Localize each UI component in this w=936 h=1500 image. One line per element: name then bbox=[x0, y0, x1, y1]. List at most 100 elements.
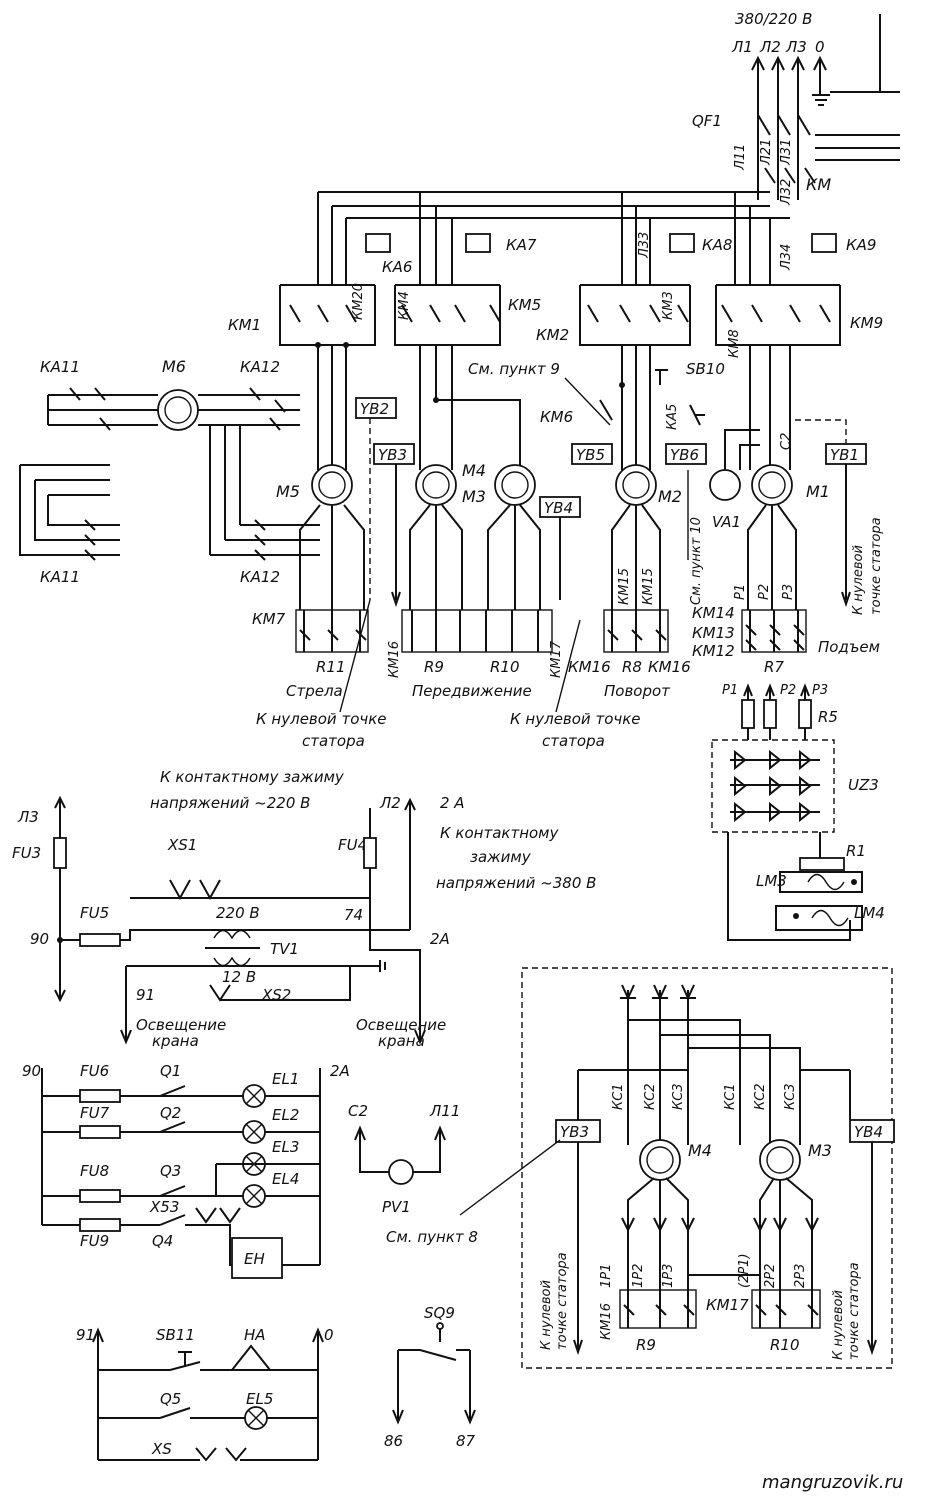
inset-kc1-a: КС1 bbox=[611, 1083, 626, 1110]
inset-diodes-top bbox=[621, 984, 695, 1001]
travel-feed bbox=[419, 192, 453, 285]
inset-km16: КМ16 bbox=[599, 1303, 614, 1340]
m4-m3-feed bbox=[419, 345, 521, 470]
inset-km17: КМ17 bbox=[706, 1296, 749, 1314]
wire-l31: Л31 bbox=[779, 139, 794, 166]
crane-light-left-1: Освещение bbox=[136, 1016, 226, 1034]
horn-icon bbox=[229, 1344, 273, 1371]
crane-light-left-2: крана bbox=[152, 1032, 199, 1050]
m6-rotor bbox=[164, 396, 192, 424]
sq9-arrows bbox=[392, 1409, 476, 1425]
ha-label: HA bbox=[244, 1326, 266, 1344]
q5-label: Q5 bbox=[160, 1390, 181, 1408]
km2-label: КМ2 bbox=[536, 326, 569, 344]
motors: М5 М4 М3 М2 VA1 М1 С2 bbox=[276, 429, 830, 531]
contact-380-note-2: зажиму bbox=[470, 848, 532, 866]
inset-neutral-right-1: К нулевой bbox=[831, 1290, 846, 1360]
right-feed-lines bbox=[815, 14, 900, 161]
m3-motor bbox=[494, 464, 536, 506]
q1-label: Q1 bbox=[160, 1062, 181, 1080]
node-91: 91 bbox=[136, 986, 155, 1004]
yb6-label: YB6 bbox=[670, 446, 699, 464]
node-2a: 2А bbox=[430, 930, 450, 948]
inset-brake-arrows bbox=[573, 1142, 877, 1356]
node-l3: Л3 bbox=[17, 808, 39, 826]
node-90: 90 bbox=[30, 930, 49, 948]
ka11-bottom-wires bbox=[19, 464, 120, 556]
p3-out-label: P3 bbox=[812, 683, 828, 698]
lamp-circuit: 90 2А FU6 FU7 FU8 FU9 Q1 Q2 Q3 Q4 EL1 EL… bbox=[22, 1062, 350, 1279]
inset-2p1: (2Р1) bbox=[737, 1253, 752, 1288]
neutral-notes: К нулевой точке статора К нулевой точке … bbox=[256, 599, 641, 750]
km5-label: КМ5 bbox=[508, 296, 541, 314]
neutral-note-right-2: статора bbox=[542, 732, 605, 750]
m1-rotor-wires bbox=[747, 504, 797, 610]
r5-c bbox=[798, 699, 812, 729]
yb1-label: YB1 bbox=[830, 446, 859, 464]
see8-note: См. пункт 8 bbox=[386, 1228, 478, 1246]
fu9-label: FU9 bbox=[80, 1232, 109, 1250]
contact-220-note-2: напряжений ~220 В bbox=[150, 794, 310, 812]
boom-label: Стрела bbox=[286, 682, 343, 700]
q5-contact bbox=[159, 1407, 191, 1419]
r11-label: R11 bbox=[316, 658, 346, 676]
inset-kc2-a: КС2 bbox=[643, 1083, 658, 1110]
el1-cross bbox=[245, 1087, 263, 1105]
sq9-86: 86 bbox=[384, 1432, 403, 1450]
ka5-label: КА5 bbox=[665, 404, 680, 430]
travel-rotor-wires bbox=[409, 504, 541, 610]
km6-label: КМ6 bbox=[540, 408, 573, 426]
m5-motor bbox=[311, 464, 353, 506]
watermark: mangruzovik.ru bbox=[762, 1472, 903, 1493]
supply-arrows bbox=[751, 55, 827, 200]
see9-leader bbox=[564, 377, 611, 426]
m2-rotor bbox=[622, 471, 650, 499]
secondary-wires bbox=[120, 960, 386, 1045]
inset-m4-label: М4 bbox=[688, 1141, 712, 1160]
sq9-actuator bbox=[436, 1322, 444, 1330]
inset-kc1-b: КС1 bbox=[723, 1083, 738, 1110]
q4-label: Q4 bbox=[152, 1232, 173, 1250]
ka12-top-label: КА12 bbox=[240, 358, 280, 376]
node-74: 74 bbox=[344, 906, 363, 924]
lighting-circuit: К контактному зажиму напряжений ~220 В Л… bbox=[12, 768, 596, 1050]
power-supply: 380/220 В Л1 Л2 Л3 0 QF1 Л11 Л21 Л31 Л32… bbox=[637, 10, 900, 271]
inset-kc2-b: КС2 bbox=[753, 1083, 768, 1110]
m4-label: М4 bbox=[462, 461, 486, 480]
see8-leader bbox=[459, 1139, 561, 1216]
contact-380-note-3: напряжений ~380 В bbox=[436, 874, 596, 892]
sb11-button bbox=[169, 1351, 201, 1371]
hoist-feed bbox=[734, 192, 771, 285]
slew-label: Поворот bbox=[604, 682, 671, 700]
q2-label: Q2 bbox=[160, 1104, 181, 1122]
ka8-coil bbox=[669, 233, 695, 253]
lm4-loop bbox=[775, 905, 863, 931]
limit-switch: SQ9 86 87 bbox=[384, 1304, 476, 1450]
sb10-label: SB10 bbox=[686, 360, 725, 378]
inset-m3-rotor bbox=[766, 1146, 794, 1174]
hoist-label: Подъем bbox=[818, 638, 880, 656]
pv1-label: PV1 bbox=[382, 1198, 411, 1216]
voltmeter: С2 Л11 PV1 См. пункт 8 bbox=[348, 1102, 478, 1246]
hoist-contactor-frame bbox=[715, 284, 841, 346]
lm4-coil bbox=[811, 909, 849, 927]
power-buses bbox=[317, 191, 790, 285]
c2-label: С2 bbox=[779, 433, 794, 450]
bottom-contacts bbox=[84, 519, 266, 561]
travel-contacts bbox=[401, 304, 501, 323]
lm4-dot bbox=[793, 913, 799, 919]
tv1-coils bbox=[213, 929, 251, 967]
fu7-label: FU7 bbox=[80, 1104, 110, 1122]
inset-kc3-b: КС3 bbox=[783, 1083, 798, 1110]
signal-node-91: 91 bbox=[76, 1326, 95, 1344]
ka12-bottom-label: КА12 bbox=[240, 568, 280, 586]
xs2-label: XS2 bbox=[261, 986, 291, 1004]
neutral-leader-left bbox=[339, 599, 371, 713]
inset-r10-bank bbox=[751, 1289, 821, 1329]
neutral-note-left-1: К нулевой точке bbox=[256, 710, 387, 728]
km7-label: КМ7 bbox=[252, 610, 286, 628]
inset-m3-motor bbox=[759, 1139, 801, 1181]
pv1-wires bbox=[354, 1125, 446, 1173]
el4-cross bbox=[245, 1187, 263, 1205]
m2-label: М2 bbox=[658, 487, 682, 506]
